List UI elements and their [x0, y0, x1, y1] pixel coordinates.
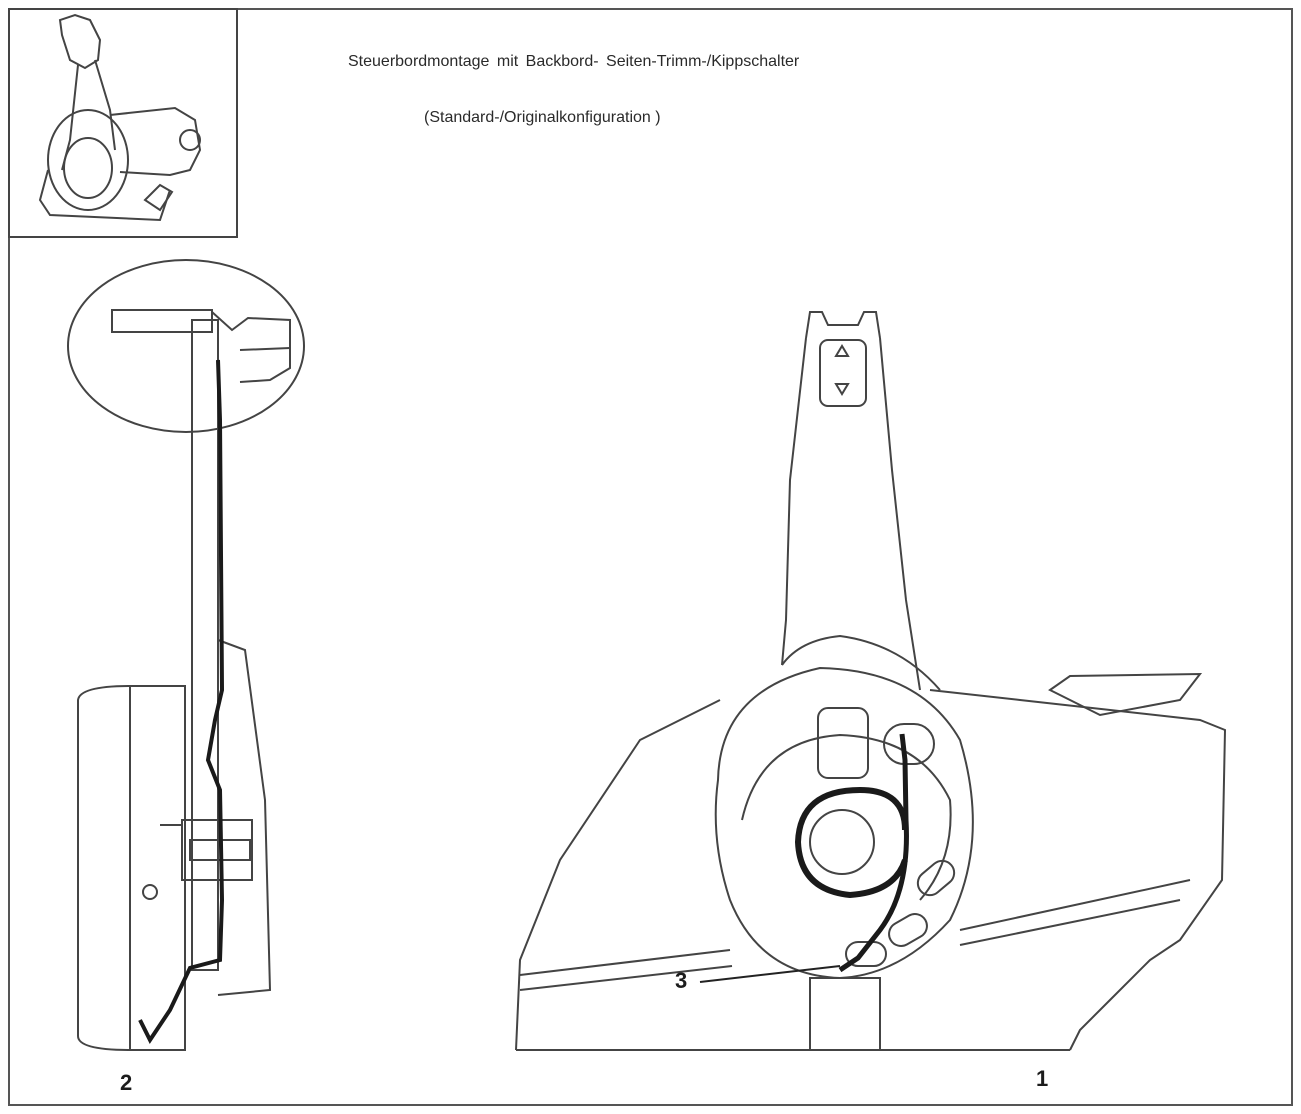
thumbnail-inset — [8, 8, 238, 238]
front-view-1 — [515, 311, 1227, 1051]
outer-frame — [8, 8, 1293, 1106]
callout-2: 2 — [120, 1070, 133, 1095]
caption-line-1: Steuerbordmontage mit Backbord- Seiten-T… — [348, 53, 800, 70]
callout-3-leader — [699, 965, 841, 983]
side-wire — [138, 359, 225, 1044]
side-view-2 — [67, 259, 305, 1051]
caption-line-2: (Standard-/Originalkonfiguration ) — [424, 109, 661, 126]
callout-3: 3 — [675, 968, 688, 993]
callout-1: 1 — [1036, 1066, 1049, 1091]
front-coil — [794, 786, 908, 899]
